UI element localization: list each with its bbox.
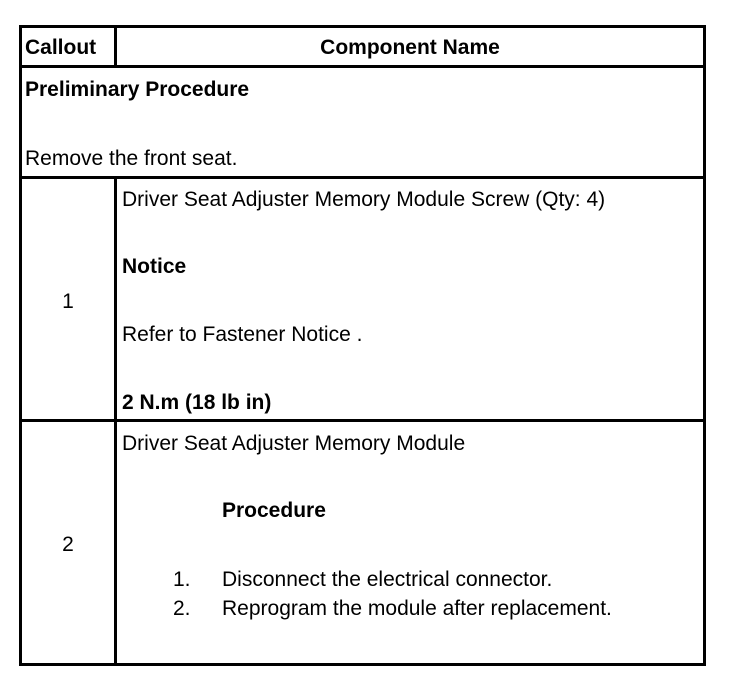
procedure-title: Procedure bbox=[222, 499, 326, 522]
step-text: Reprogram the module after replacement. bbox=[222, 597, 612, 620]
header-callout: Callout bbox=[25, 36, 97, 59]
preliminary-title: Preliminary Procedure bbox=[25, 78, 250, 101]
header-column-divider bbox=[114, 28, 117, 65]
row-callout: 1 bbox=[62, 290, 74, 313]
callout-column-divider bbox=[114, 176, 117, 663]
notice-text: Refer to Fastener Notice . bbox=[122, 323, 363, 346]
row-callout: 2 bbox=[62, 533, 74, 556]
row-component-name: Driver Seat Adjuster Memory Module Screw… bbox=[122, 188, 606, 211]
row-component-name: Driver Seat Adjuster Memory Module bbox=[122, 432, 466, 455]
header-divider bbox=[22, 65, 703, 68]
notice-title: Notice bbox=[122, 255, 187, 278]
component-table: Callout Component Name Preliminary Proce… bbox=[19, 25, 706, 666]
header-component-name: Component Name bbox=[320, 36, 500, 59]
torque-spec: 2 N.m (18 lb in) bbox=[122, 391, 272, 414]
preliminary-text: Remove the front seat. bbox=[25, 147, 238, 170]
step-text: Disconnect the electrical connector. bbox=[222, 568, 553, 591]
row-divider bbox=[22, 419, 703, 422]
preliminary-divider bbox=[22, 176, 703, 179]
step-number: 1. bbox=[173, 568, 191, 591]
step-number: 2. bbox=[173, 597, 191, 620]
